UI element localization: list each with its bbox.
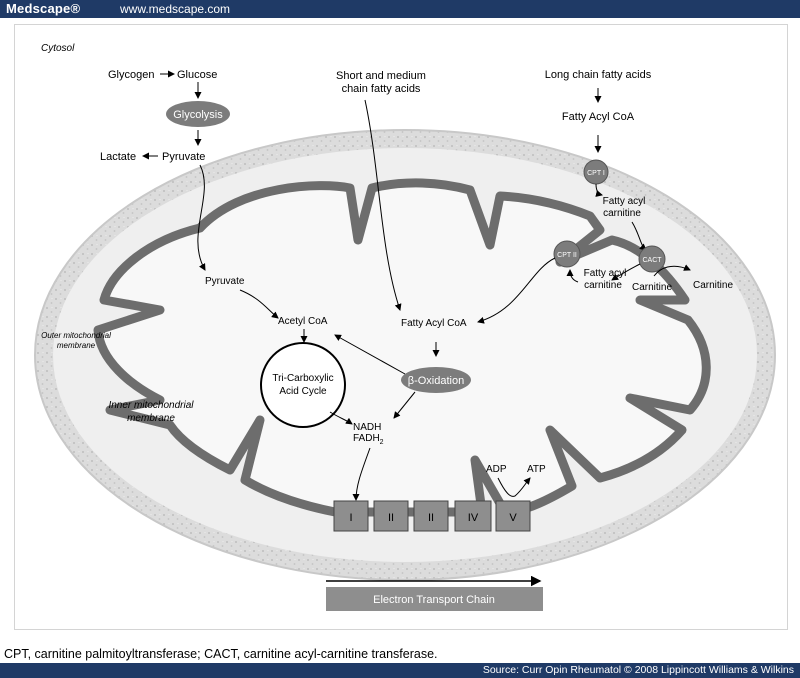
complex-label: IV [468, 512, 479, 524]
pyruvate-cytosol-label: Pyruvate [162, 151, 205, 163]
beta-to-acetyl-arrow [334, 334, 406, 375]
adp-atp-arrow [497, 477, 531, 497]
outer-membrane-label-2: membrane [57, 341, 96, 350]
footer-bar: Source: Curr Opin Rheumatol © 2008 Lippi… [0, 663, 800, 678]
medscape-logo[interactable]: Medscape® [6, 1, 81, 16]
short-medium-label-1: Short and medium [336, 70, 426, 82]
tca-label-2: Acid Cycle [279, 386, 327, 397]
beta-oxidation-label: β-Oxidation [408, 375, 464, 387]
fatty-acyl-coa-matrix-label: Fatty Acyl CoA [401, 318, 467, 329]
acetyl-coa-label: Acetyl CoA [278, 316, 328, 327]
complex-box [495, 500, 531, 532]
complex-box [413, 500, 449, 532]
beta-oxidation-node [401, 367, 471, 393]
cact-label: CACT [642, 257, 662, 264]
complex-label: V [509, 512, 517, 524]
glycolysis-node [166, 101, 230, 127]
nadh-label: NADH [353, 422, 381, 433]
header-url[interactable]: www.medscape.com [120, 2, 231, 16]
mitochondria-diagram: Cytosol Glycogen Glucose Glycolysis Lact… [34, 43, 776, 611]
complex-label: II [428, 512, 434, 524]
inner-mitochondrial-membrane [93, 178, 711, 517]
cpt1-label: CPT I [587, 170, 605, 177]
outer-membrane-label-1: Outer mitochondrial [41, 331, 111, 340]
source-credit: Source: Curr Opin Rheumatol © 2008 Lippi… [482, 664, 794, 676]
complex-box [373, 500, 409, 532]
fadh-label: FADH2 [353, 433, 384, 446]
cact-outer-arrow [653, 264, 691, 277]
glycolysis-label: Glycolysis [173, 109, 223, 121]
fatty-acyl-carnitine-2b: carnitine [584, 280, 622, 291]
nadh-to-complex-arrow [352, 447, 371, 501]
cpt2-label: CPT II [557, 252, 577, 259]
diagram-frame [14, 24, 788, 630]
short-medium-label-2: chain fatty acids [342, 83, 421, 95]
atp-label: ATP [527, 464, 546, 475]
cpt2-node [553, 240, 581, 268]
lactate-label: Lactate [100, 151, 136, 163]
long-chain-label: Long chain fatty acids [545, 69, 652, 81]
cytosol-label: Cytosol [41, 43, 75, 54]
inner-membrane-label-2: membrane [127, 413, 175, 424]
adp-label: ADP [486, 464, 507, 475]
cact-node [638, 245, 666, 273]
header-bar: Medscape® www.medscape.com [0, 0, 800, 18]
tca-to-nadh-arrow [329, 411, 353, 425]
cpt1-arrow [595, 183, 603, 197]
cpt2-to-fatty-acyl-arrow [477, 257, 556, 324]
pyruvate-transport-arrow [197, 164, 206, 271]
short-medium-arrow [364, 99, 402, 311]
complex-box [333, 500, 369, 532]
beta-to-nadh-arrow [393, 391, 416, 419]
fatty-acyl-coa-top-label: Fatty Acyl CoA [562, 111, 635, 123]
glycogen-label: Glycogen [108, 69, 154, 81]
carnitine-outer-label: Carnitine [693, 280, 733, 291]
complex-label: I [349, 512, 352, 524]
tca-label-1: Tri-Carboxylic [272, 373, 333, 384]
complex-box [454, 500, 492, 532]
figure-caption: CPT, carnitine palmitoyltransferase; CAC… [4, 647, 438, 661]
fatty-acyl-carnitine-1a: Fatty acyl [603, 196, 646, 207]
etc-box [326, 587, 543, 611]
carnitine-inner-label: Carnitine [632, 282, 672, 293]
cact-inner-arrow [611, 263, 641, 281]
pyruvate-to-acetyl-arrow [239, 289, 279, 319]
carnitine-to-cpt2-arrow [566, 269, 579, 283]
fatty-acyl-carnitine-1b: carnitine [603, 208, 641, 219]
glucose-label: Glucose [177, 69, 217, 81]
fatty-acyl-carnitine-2a: Fatty acyl [584, 268, 627, 279]
etc-label: Electron Transport Chain [373, 594, 495, 606]
complex-label: II [388, 512, 394, 524]
complex-group: I II II IV V [333, 500, 531, 532]
tca-cycle-circle [260, 342, 346, 428]
pyruvate-matrix-label: Pyruvate [205, 276, 245, 287]
inner-membrane-label-1: Inner mitochondrial [108, 400, 194, 411]
